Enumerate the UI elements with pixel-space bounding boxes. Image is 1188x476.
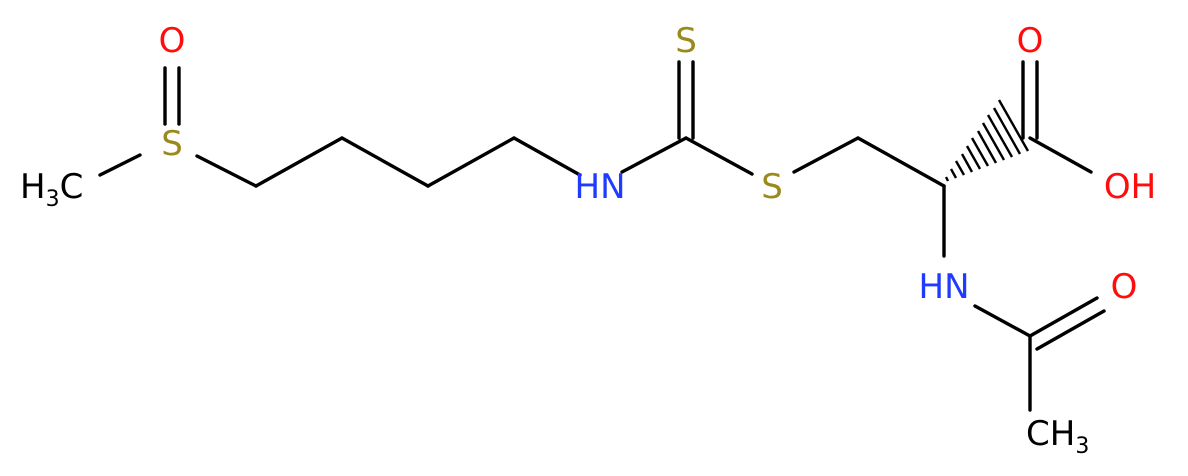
- amide-o-atom: O: [1111, 267, 1138, 307]
- methyl-right-label: CH3: [1026, 414, 1089, 459]
- thiourea-nh-atom: HN: [575, 167, 626, 207]
- carboxyl-oh-atom: OH: [1104, 167, 1156, 207]
- bond-ch3-s: [98, 153, 142, 177]
- sulfoxide-o-atom: O: [159, 21, 186, 61]
- bonds: [98, 60, 1106, 412]
- bond-nh-camide: [973, 304, 1032, 338]
- bond-camide-o-a: [1028, 296, 1099, 338]
- bond-c4-nh: [512, 136, 582, 177]
- bond-calpha-cooh-hashed-wedge: [944, 99, 1030, 182]
- bond-s-ch2: [792, 136, 860, 174]
- thione-s-atom: S: [675, 21, 697, 61]
- bond-ch2-calpha: [856, 136, 946, 188]
- bond-c3-c4: [426, 136, 516, 188]
- amide-nh-atom: HN: [919, 267, 970, 307]
- bond-c-s-ether: [684, 136, 754, 176]
- thioether-s-atom: S: [761, 167, 783, 207]
- bond-camide-o-b: [1035, 309, 1106, 351]
- bond-c2-c3: [340, 136, 430, 188]
- sulfoxide-s-atom: S: [161, 124, 183, 164]
- bond-cooh-oh: [1028, 136, 1093, 174]
- atom-labels: H3C S O HN S S O OH HN O CH3: [20, 21, 1156, 459]
- bond-s-c1: [195, 154, 258, 188]
- carboxyl-o-atom: O: [1017, 21, 1044, 61]
- bond-c1-c2: [254, 136, 344, 188]
- bond-nh-cs: [620, 136, 688, 174]
- methyl-left-label: H3C: [20, 167, 83, 212]
